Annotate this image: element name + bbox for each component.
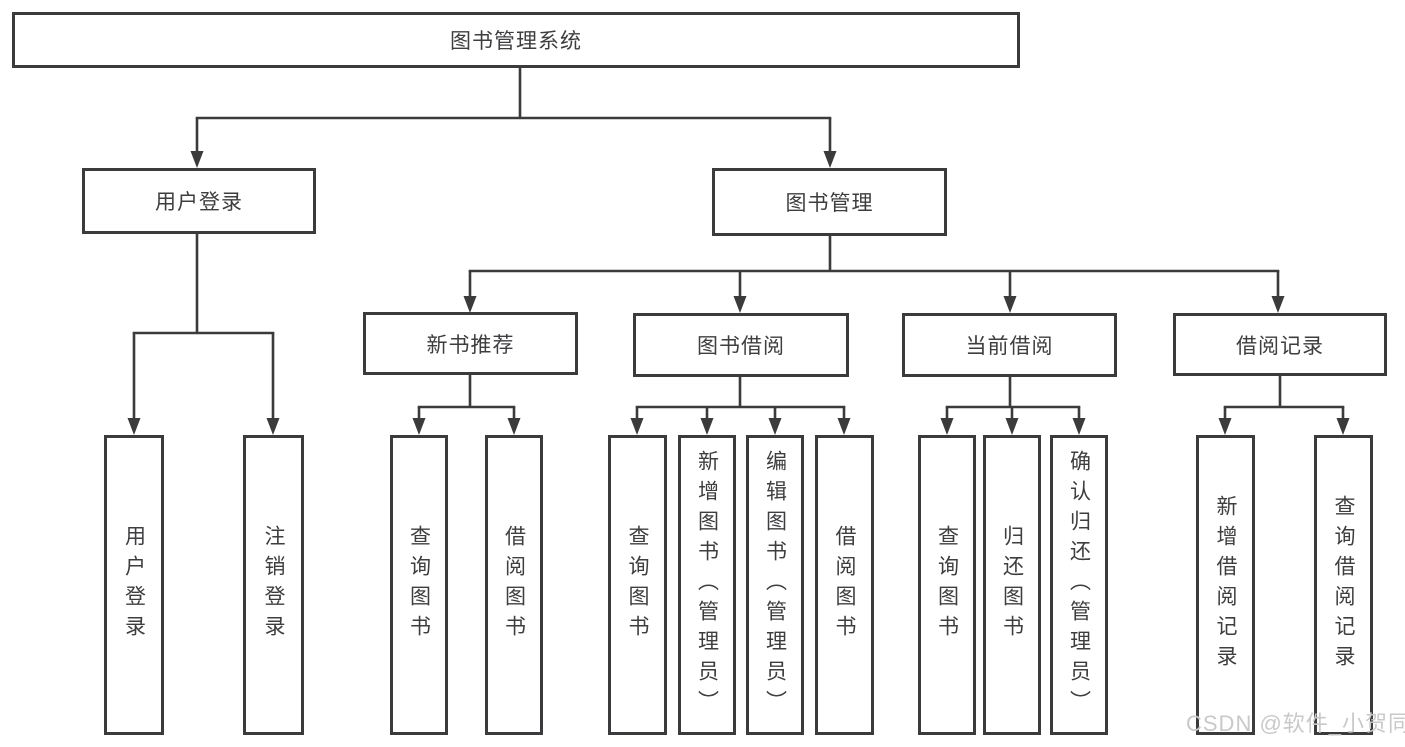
node-current-borrow: 当前借阅	[902, 313, 1117, 377]
node-borrow-records: 借阅记录	[1173, 313, 1387, 376]
leaf-query-books-recommend: 查询图书	[390, 435, 448, 735]
leaf-borrow-books: 借阅图书	[815, 435, 874, 735]
leaf-add-book-admin: 新增图书（管理员）	[678, 435, 736, 735]
csdn-watermark: CSDN @软件_小贺同学	[1186, 711, 1405, 736]
leaf-logout: 注销登录	[243, 435, 304, 735]
node-new-book-recommend: 新书推荐	[363, 312, 578, 375]
leaf-add-borrow-record: 新增借阅记录	[1196, 435, 1255, 735]
leaf-user-login: 用户登录	[104, 435, 164, 735]
leaf-confirm-return-admin: 确认归还（管理员）	[1050, 435, 1108, 735]
node-book-borrow: 图书借阅	[633, 313, 849, 377]
leaf-borrow-books-recommend: 借阅图书	[485, 435, 543, 735]
node-user-login: 用户登录	[82, 168, 316, 234]
node-book-management: 图书管理	[712, 168, 947, 236]
node-root: 图书管理系统	[12, 12, 1020, 68]
leaf-query-books-borrow: 查询图书	[608, 435, 667, 735]
leaf-return-books: 归还图书	[983, 435, 1041, 735]
leaf-query-borrow-record: 查询借阅记录	[1314, 435, 1373, 735]
leaf-query-books-current: 查询图书	[918, 435, 976, 735]
leaf-edit-book-admin: 编辑图书（管理员）	[746, 435, 804, 735]
